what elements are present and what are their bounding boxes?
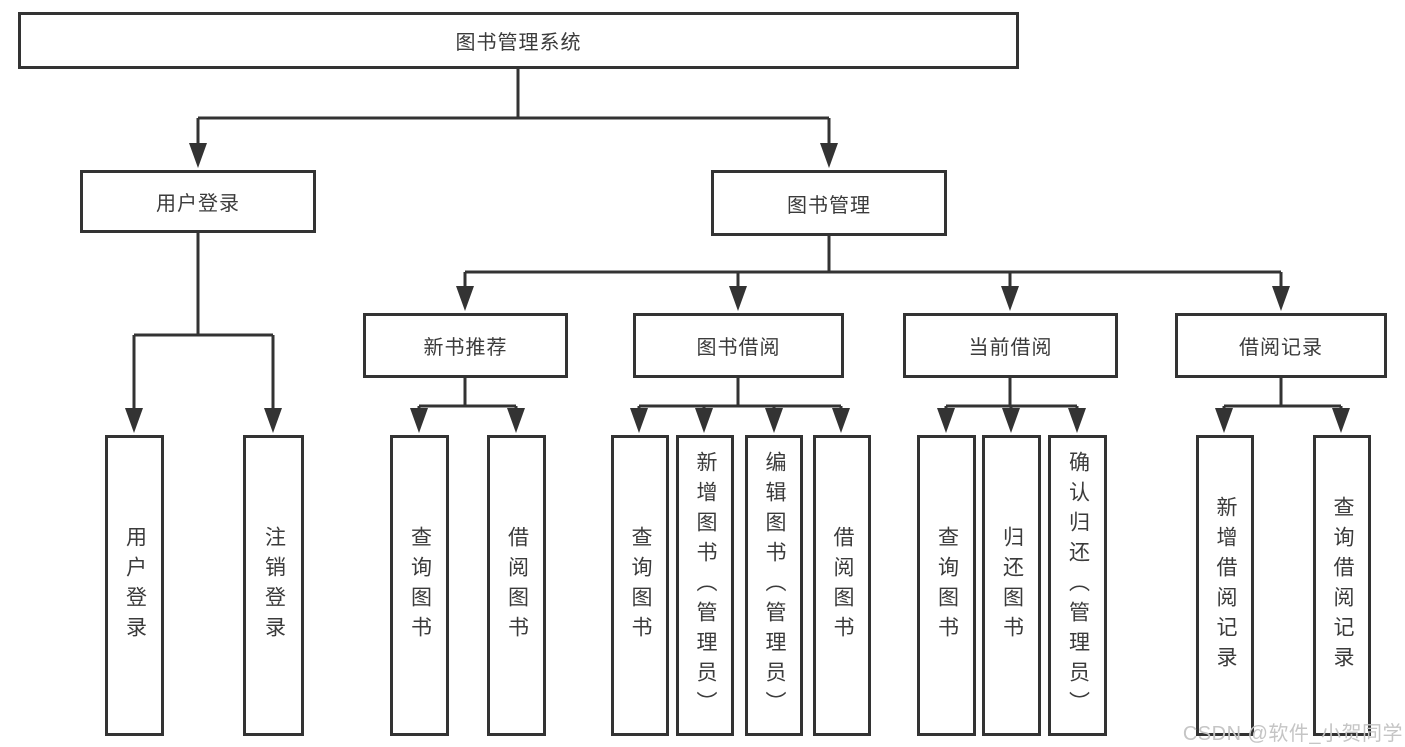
- leaf-add-borrow-record: 新增借阅记录: [1196, 435, 1254, 736]
- leaf-return-books: 归还图书: [982, 435, 1041, 736]
- node-book-management: 图书管理: [711, 170, 947, 236]
- leaf-logout: 注销登录: [243, 435, 304, 736]
- leaf-current-query-books: 查询图书: [917, 435, 976, 736]
- leaf-recommend-borrow-books: 借阅图书: [487, 435, 546, 736]
- leaf-borrow-query-books: 查询图书: [611, 435, 669, 736]
- leaf-borrow-books: 借阅图书: [813, 435, 871, 736]
- leaf-add-borrow-record-label: 新增借阅记录: [1214, 495, 1237, 676]
- node-user-login: 用户登录: [80, 170, 316, 233]
- leaf-confirm-return-admin-label: 确认归还（管理员）: [1066, 450, 1090, 721]
- node-new-book-recommend: 新书推荐: [363, 313, 568, 378]
- leaf-recommend-query-books-label: 查询图书: [408, 525, 432, 646]
- node-book-borrow: 图书借阅: [633, 313, 844, 378]
- node-new-book-recommend-label: 新书推荐: [423, 337, 508, 359]
- node-book-borrow-label: 图书借阅: [696, 337, 781, 359]
- node-borrow-records: 借阅记录: [1175, 313, 1387, 378]
- leaf-user-login-label: 用户登录: [123, 525, 147, 646]
- node-user-login-label: 用户登录: [156, 193, 240, 215]
- leaf-return-books-label: 归还图书: [1000, 525, 1024, 646]
- leaf-confirm-return-admin: 确认归还（管理员）: [1048, 435, 1107, 736]
- leaf-edit-books-admin-label: 编辑图书（管理员）: [763, 450, 786, 721]
- node-root-system: 图书管理系统: [18, 12, 1019, 69]
- leaf-edit-books-admin: 编辑图书（管理员）: [745, 435, 803, 736]
- leaf-add-books-admin-label: 新增图书（管理员）: [694, 450, 717, 721]
- leaf-query-borrow-record: 查询借阅记录: [1313, 435, 1371, 736]
- leaf-borrow-books-label: 借阅图书: [831, 525, 854, 646]
- leaf-logout-label: 注销登录: [262, 525, 286, 646]
- node-root-label: 图书管理系统: [455, 32, 582, 54]
- leaf-current-query-books-label: 查询图书: [935, 525, 959, 646]
- leaf-user-login: 用户登录: [105, 435, 164, 736]
- leaf-add-books-admin: 新增图书（管理员）: [676, 435, 734, 736]
- leaf-query-borrow-record-label: 查询借阅记录: [1331, 495, 1354, 676]
- node-book-management-label: 图书管理: [787, 194, 871, 217]
- leaf-recommend-borrow-books-label: 借阅图书: [505, 525, 529, 646]
- node-current-borrow-label: 当前借阅: [968, 337, 1053, 359]
- node-current-borrow: 当前借阅: [903, 313, 1118, 378]
- leaf-borrow-query-books-label: 查询图书: [629, 525, 652, 646]
- node-borrow-records-label: 借阅记录: [1239, 337, 1323, 359]
- leaf-recommend-query-books: 查询图书: [390, 435, 449, 736]
- csdn-watermark: CSDN @软件_小贺同学: [1182, 723, 1403, 745]
